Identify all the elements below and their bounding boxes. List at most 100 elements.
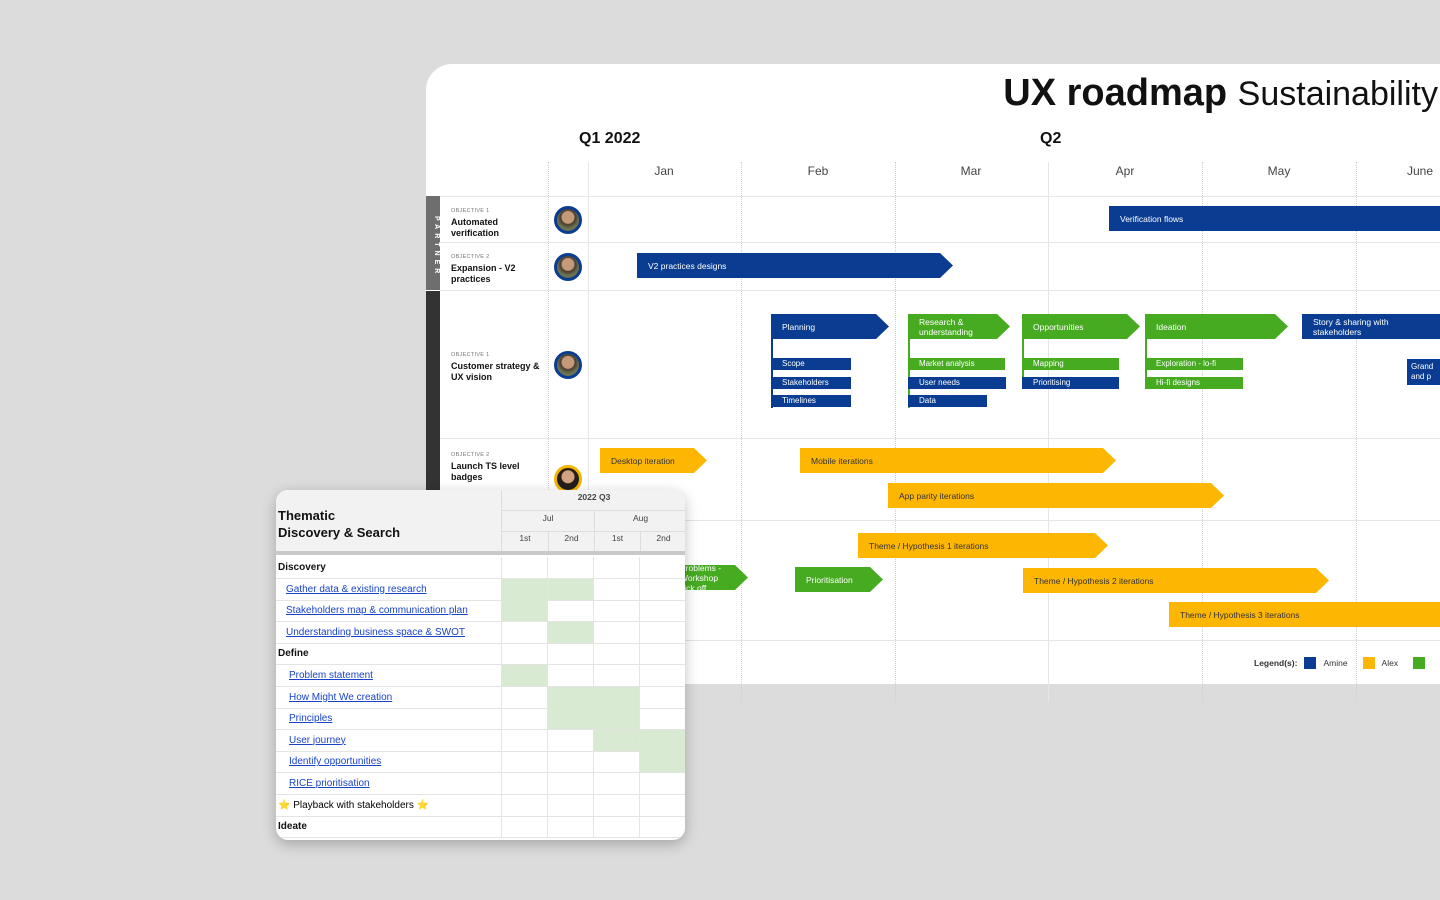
gantt-cell[interactable] [639, 686, 685, 708]
gantt-cell[interactable] [593, 665, 639, 686]
bar-mapping[interactable]: Mapping [1022, 358, 1119, 370]
gantt-cell[interactable] [547, 816, 593, 838]
half-label: 2nd [640, 532, 685, 551]
gantt-cell[interactable] [501, 621, 547, 643]
task-link[interactable]: Principles [289, 713, 333, 725]
bar-stakeholders[interactable]: Stakeholders [771, 377, 851, 389]
gantt-cell[interactable] [593, 751, 639, 773]
gantt-cell-filled[interactable] [501, 600, 547, 622]
gantt-cell-filled[interactable] [639, 729, 685, 751]
bar-theme-2[interactable]: Theme / Hypothesis 2 iterations [1023, 568, 1329, 593]
gantt-cell[interactable] [639, 794, 685, 816]
gantt-cell[interactable] [501, 708, 547, 730]
gantt-cell[interactable] [547, 729, 593, 751]
bar-prioritisation[interactable]: Prioritisation [795, 567, 883, 592]
gantt-cell[interactable] [639, 621, 685, 643]
gantt-cell[interactable] [639, 578, 685, 600]
bar-mobile-iterations[interactable]: Mobile iterations [800, 448, 1116, 473]
gantt-cell[interactable] [593, 578, 639, 600]
task-link[interactable]: How Might We creation [289, 691, 393, 703]
gantt-cell[interactable] [547, 794, 593, 816]
task-link[interactable]: Gather data & existing research [286, 583, 427, 595]
bar-scope[interactable]: Scope [771, 358, 851, 370]
gantt-cell-filled[interactable] [593, 729, 639, 751]
gantt-cell[interactable] [547, 751, 593, 773]
gantt-cell[interactable] [501, 557, 547, 578]
task-link[interactable]: Understanding business space & SWOT [286, 626, 465, 638]
bar-theme-1[interactable]: Theme / Hypothesis 1 iterations [858, 533, 1108, 558]
gantt-cell-filled[interactable] [593, 686, 639, 708]
gantt-cell[interactable] [639, 643, 685, 665]
bar-planning[interactable]: Planning [771, 314, 889, 339]
bar-timelines[interactable]: Timelines [771, 395, 851, 407]
gantt-cell-filled[interactable] [547, 578, 593, 600]
gantt-cell[interactable] [501, 794, 547, 816]
gantt-cell-filled[interactable] [547, 708, 593, 730]
gantt-cell[interactable] [501, 729, 547, 751]
gantt-cell[interactable] [639, 665, 685, 686]
gantt-cell[interactable] [593, 621, 639, 643]
gantt-cell-filled[interactable] [639, 751, 685, 773]
gantt-cell-filled[interactable] [501, 665, 547, 686]
task-link[interactable]: RICE prioritisation [289, 778, 370, 789]
gantt-cell[interactable] [593, 557, 639, 578]
bar-story-sharing[interactable]: Story & sharing with stakeholders [1302, 314, 1440, 339]
task-link[interactable]: User journey [289, 734, 346, 746]
gantt-cell[interactable] [593, 600, 639, 622]
avatar-amine [554, 206, 582, 234]
gantt-cell[interactable] [639, 600, 685, 622]
gantt-cell[interactable] [639, 773, 685, 794]
task-label: ⭐ Playback with stakeholders ⭐ [278, 799, 430, 811]
task-link[interactable]: Stakeholders map & communication plan [286, 605, 468, 617]
bar-exploration[interactable]: Exploration - lo-fi [1145, 358, 1243, 370]
gantt-cell[interactable] [593, 643, 639, 665]
gantt-cell[interactable] [501, 643, 547, 665]
divider [1356, 162, 1357, 702]
gantt-cell[interactable] [547, 557, 593, 578]
gantt-cell[interactable] [547, 600, 593, 622]
bar-verification-flows[interactable]: Verification flows [1109, 206, 1440, 231]
section-heading: Define [278, 648, 309, 660]
gantt-cell[interactable] [639, 816, 685, 838]
bar-ideation[interactable]: Ideation [1145, 314, 1288, 339]
gantt-cell[interactable] [639, 557, 685, 578]
bar-opportunities[interactable]: Opportunities [1022, 314, 1140, 339]
bar-hifi-designs[interactable]: Hi-fi designs [1145, 377, 1243, 389]
gantt-cell-filled[interactable] [547, 686, 593, 708]
gantt-cell[interactable] [501, 686, 547, 708]
gantt-cell-filled[interactable] [547, 621, 593, 643]
sheet-row: Discovery [276, 557, 685, 579]
bar-v2-practices[interactable]: V2 practices designs [637, 253, 953, 278]
month-apr: Apr [1115, 164, 1135, 178]
bar-desktop-iteration[interactable]: Desktop iteration [600, 448, 707, 473]
gantt-cell[interactable] [547, 773, 593, 794]
task-link[interactable]: Problem statement [289, 670, 373, 681]
bar-theme-3[interactable]: Theme / Hypothesis 3 iterations [1169, 602, 1440, 627]
half-label: 2nd [548, 532, 594, 551]
section-heading: Discovery [278, 562, 326, 573]
gantt-cell-filled[interactable] [593, 708, 639, 730]
gantt-cell[interactable] [547, 665, 593, 686]
gantt-cell[interactable] [501, 816, 547, 838]
gantt-cell[interactable] [501, 751, 547, 773]
gantt-cell-filled[interactable] [501, 578, 547, 600]
bar-app-parity[interactable]: App parity iterations [888, 483, 1224, 508]
bar-data[interactable]: Data [908, 395, 987, 407]
bar-prioritising[interactable]: Prioritising [1022, 377, 1119, 389]
bar-research[interactable]: Research & understanding [908, 314, 1010, 339]
gantt-cell[interactable] [593, 773, 639, 794]
gantt-cell[interactable] [501, 773, 547, 794]
bar-market-analysis[interactable]: Market analysis [908, 358, 1005, 370]
gantt-cell[interactable] [593, 816, 639, 838]
legend-swatch-amine [1304, 657, 1317, 669]
avatar-alex [554, 465, 582, 493]
gantt-cell[interactable] [593, 794, 639, 816]
bar-user-needs[interactable]: User needs [908, 377, 1006, 389]
team-label-partner: PARTNER [426, 196, 440, 290]
bar-grand[interactable]: Grand and p [1407, 359, 1440, 385]
gantt-cell[interactable] [639, 708, 685, 730]
gantt-cell[interactable] [547, 643, 593, 665]
task-link[interactable]: Identify opportunities [289, 756, 382, 768]
